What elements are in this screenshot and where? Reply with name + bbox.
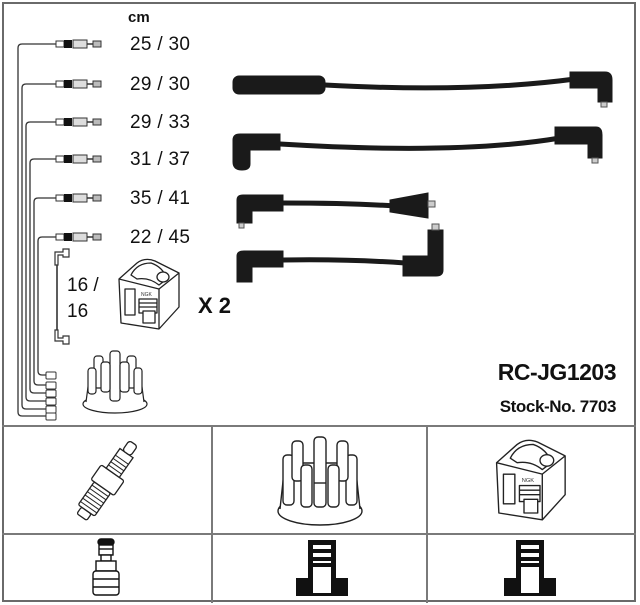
divider-col-2 (426, 425, 428, 603)
lead-length-1: 25 / 30 (130, 34, 191, 55)
divider-middle (2, 533, 636, 535)
lead-length-6: 22 / 45 (130, 227, 191, 248)
length-unit: cm (128, 9, 150, 26)
lead-length-4: 31 / 37 (130, 149, 191, 170)
ignition-cables (232, 71, 613, 283)
ignition-cable-4 (236, 223, 444, 283)
coil-brand-mark: NGK (141, 292, 153, 298)
lead-length-5: 35 / 41 (130, 188, 191, 209)
ignition-cable-3 (236, 192, 436, 229)
spark-plug-terminal-icon (92, 538, 120, 596)
distributor-terminal-icon (296, 540, 348, 596)
svg-text:NGK: NGK (522, 478, 535, 484)
distributor-cap-icon (277, 436, 363, 526)
coil-lead-length-line2: 16 (67, 301, 89, 322)
divider-top (2, 425, 636, 427)
legend-cell-coil-terminal (428, 535, 634, 601)
ignition-cable-1 (232, 71, 613, 108)
legend-cell-ignition-coil: NGK (428, 427, 634, 533)
distributor-cap-icon (82, 350, 148, 414)
legend-cell-distributor-cap (213, 427, 426, 533)
lead-length-2: 29 / 30 (130, 74, 191, 95)
legend-cell-spark-plug-terminal (2, 535, 211, 601)
stock-number: Stock-No. 7703 (499, 397, 617, 416)
lead-length-3: 29 / 33 (130, 112, 191, 133)
wiring-schematic-icon (17, 39, 102, 421)
coil-lead-length-line1: 16 / (67, 275, 99, 296)
ignition-coil-icon: NGK (118, 258, 180, 330)
ignition-coil-icon: NGK (495, 439, 566, 521)
legend-cell-spark-plug (2, 427, 211, 533)
divider-col-1 (211, 425, 213, 603)
coil-terminal-icon (504, 540, 556, 596)
part-number: RC-JG1203 (497, 359, 617, 385)
coil-quantity: X 2 (198, 293, 232, 318)
spark-plug-icon (76, 440, 137, 521)
legend-cell-distributor-terminal (213, 535, 426, 601)
ignition-cable-2 (232, 126, 603, 171)
lead-set-diagram: cm 25 / 30 29 / 30 29 / 33 31 / 37 35 / … (17, 9, 617, 421)
